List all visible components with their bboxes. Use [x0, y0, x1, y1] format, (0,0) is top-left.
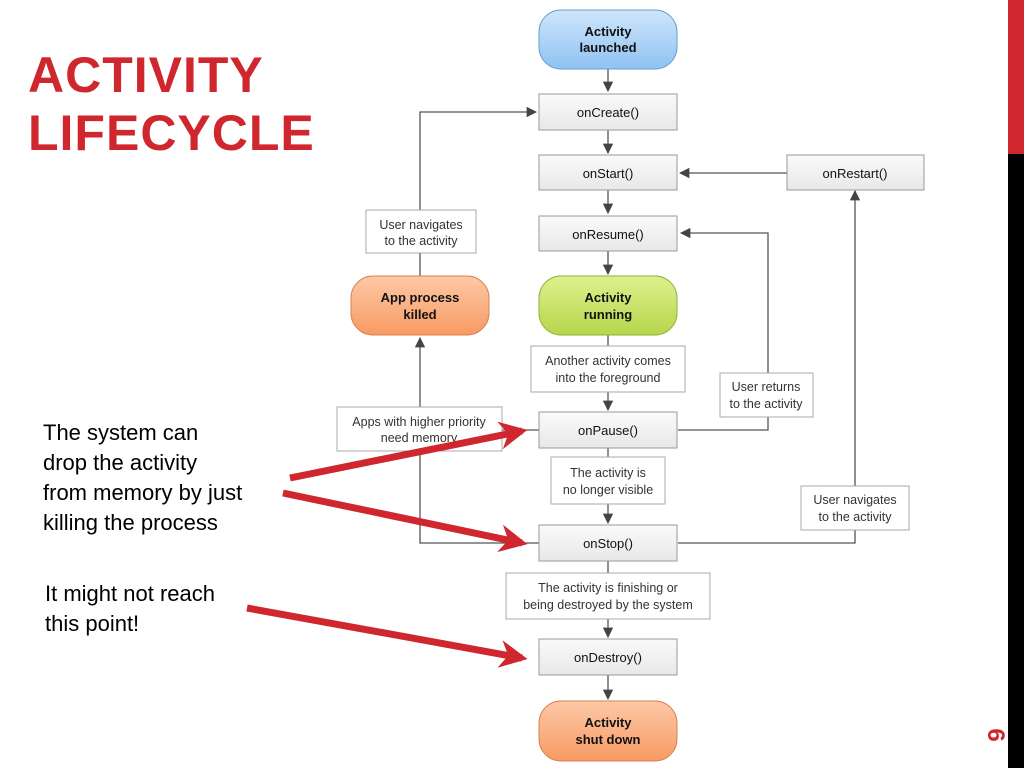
state-label: running	[584, 307, 632, 322]
note-line: The activity is	[570, 466, 646, 480]
state-activity-running: Activity running	[538, 275, 678, 336]
note-user-returns: User returns to the activity	[719, 372, 814, 418]
annotation-line: The system can	[43, 420, 199, 445]
state-label: Activity	[585, 290, 633, 305]
note-line: Apps with higher priority	[352, 415, 486, 429]
note-line: User returns	[732, 380, 801, 394]
state-activity-launched: Activity launched	[538, 9, 678, 70]
note-line: Another activity comes	[545, 354, 671, 368]
callback-label: onRestart()	[822, 166, 887, 181]
callback-label: onCreate()	[577, 105, 639, 120]
callback-label: onStart()	[583, 166, 634, 181]
note-line: The activity is finishing or	[538, 581, 678, 595]
callback-label: onDestroy()	[574, 650, 642, 665]
note-nav-activity-left: User navigates to the activity	[365, 209, 477, 254]
callback-oncreate: onCreate()	[538, 93, 678, 131]
red-arrow-to-onpause	[289, 421, 528, 482]
note-line: into the foreground	[556, 371, 661, 385]
note-line: need memory	[381, 431, 458, 445]
note-nav-activity-right: User navigates to the activity	[800, 485, 910, 531]
annotation-line: It might not reach	[45, 581, 215, 606]
state-label: Activity	[585, 715, 633, 730]
note-line: no longer visible	[563, 483, 653, 497]
note-higher-priority: Apps with higher priority need memory	[336, 406, 503, 452]
side-bar-red	[1008, 0, 1024, 154]
note-line: to the activity	[730, 397, 804, 411]
callback-onrestart: onRestart()	[786, 154, 925, 191]
annotation-line: drop the activity	[43, 450, 198, 475]
callback-label: onResume()	[572, 227, 644, 242]
red-arrow-to-ondestroy	[246, 604, 528, 668]
callback-ondestroy: onDestroy()	[538, 638, 678, 676]
red-arrow-to-onstop	[282, 489, 528, 553]
side-bar-black	[1008, 154, 1024, 768]
state-label: shut down	[576, 732, 641, 747]
note-line: to the activity	[385, 234, 459, 248]
red-arrows	[246, 421, 528, 668]
note-line: User navigates	[379, 218, 462, 232]
annotation-drop-activity: The system can drop the activity from me…	[43, 418, 242, 538]
arrow-onpause-to-onresume	[678, 227, 769, 431]
annotation-line: killing the process	[43, 510, 218, 535]
title-line-1: ACTIVITY	[28, 47, 264, 103]
state-app-process-killed: App process killed	[350, 275, 490, 336]
callback-label: onPause()	[578, 423, 638, 438]
arrow-onstop-to-onrestart	[678, 189, 861, 544]
note-line: to the activity	[819, 510, 893, 524]
note-line: User navigates	[813, 493, 896, 507]
state-label: App process	[381, 290, 460, 305]
state-label: launched	[579, 40, 636, 55]
annotation-might-not-reach: It might not reach this point!	[45, 579, 215, 639]
state-activity-shut-down: Activity shut down	[538, 700, 678, 762]
callback-onresume: onResume()	[538, 215, 678, 252]
note-no-longer-visible: The activity is no longer visible	[550, 456, 666, 505]
annotation-line: from memory by just	[43, 480, 243, 505]
state-label: killed	[403, 307, 436, 322]
annotation-line: this point!	[45, 611, 140, 636]
callback-onstart: onStart()	[538, 154, 678, 191]
connectors	[414, 69, 861, 701]
title-line-2: LIFECYCLE	[28, 105, 315, 161]
callback-onstop: onStop()	[538, 524, 678, 562]
callback-onpause: onPause()	[538, 411, 678, 449]
note-finishing: The activity is finishing or being destr…	[505, 572, 711, 620]
state-label: Activity	[585, 24, 633, 39]
callback-label: onStop()	[583, 536, 633, 551]
slide-title: ACTIVITY LIFECYCLE	[28, 46, 315, 162]
note-line: being destroyed by the system	[523, 598, 693, 612]
note-another-activity: Another activity comes into the foregrou…	[530, 345, 686, 393]
